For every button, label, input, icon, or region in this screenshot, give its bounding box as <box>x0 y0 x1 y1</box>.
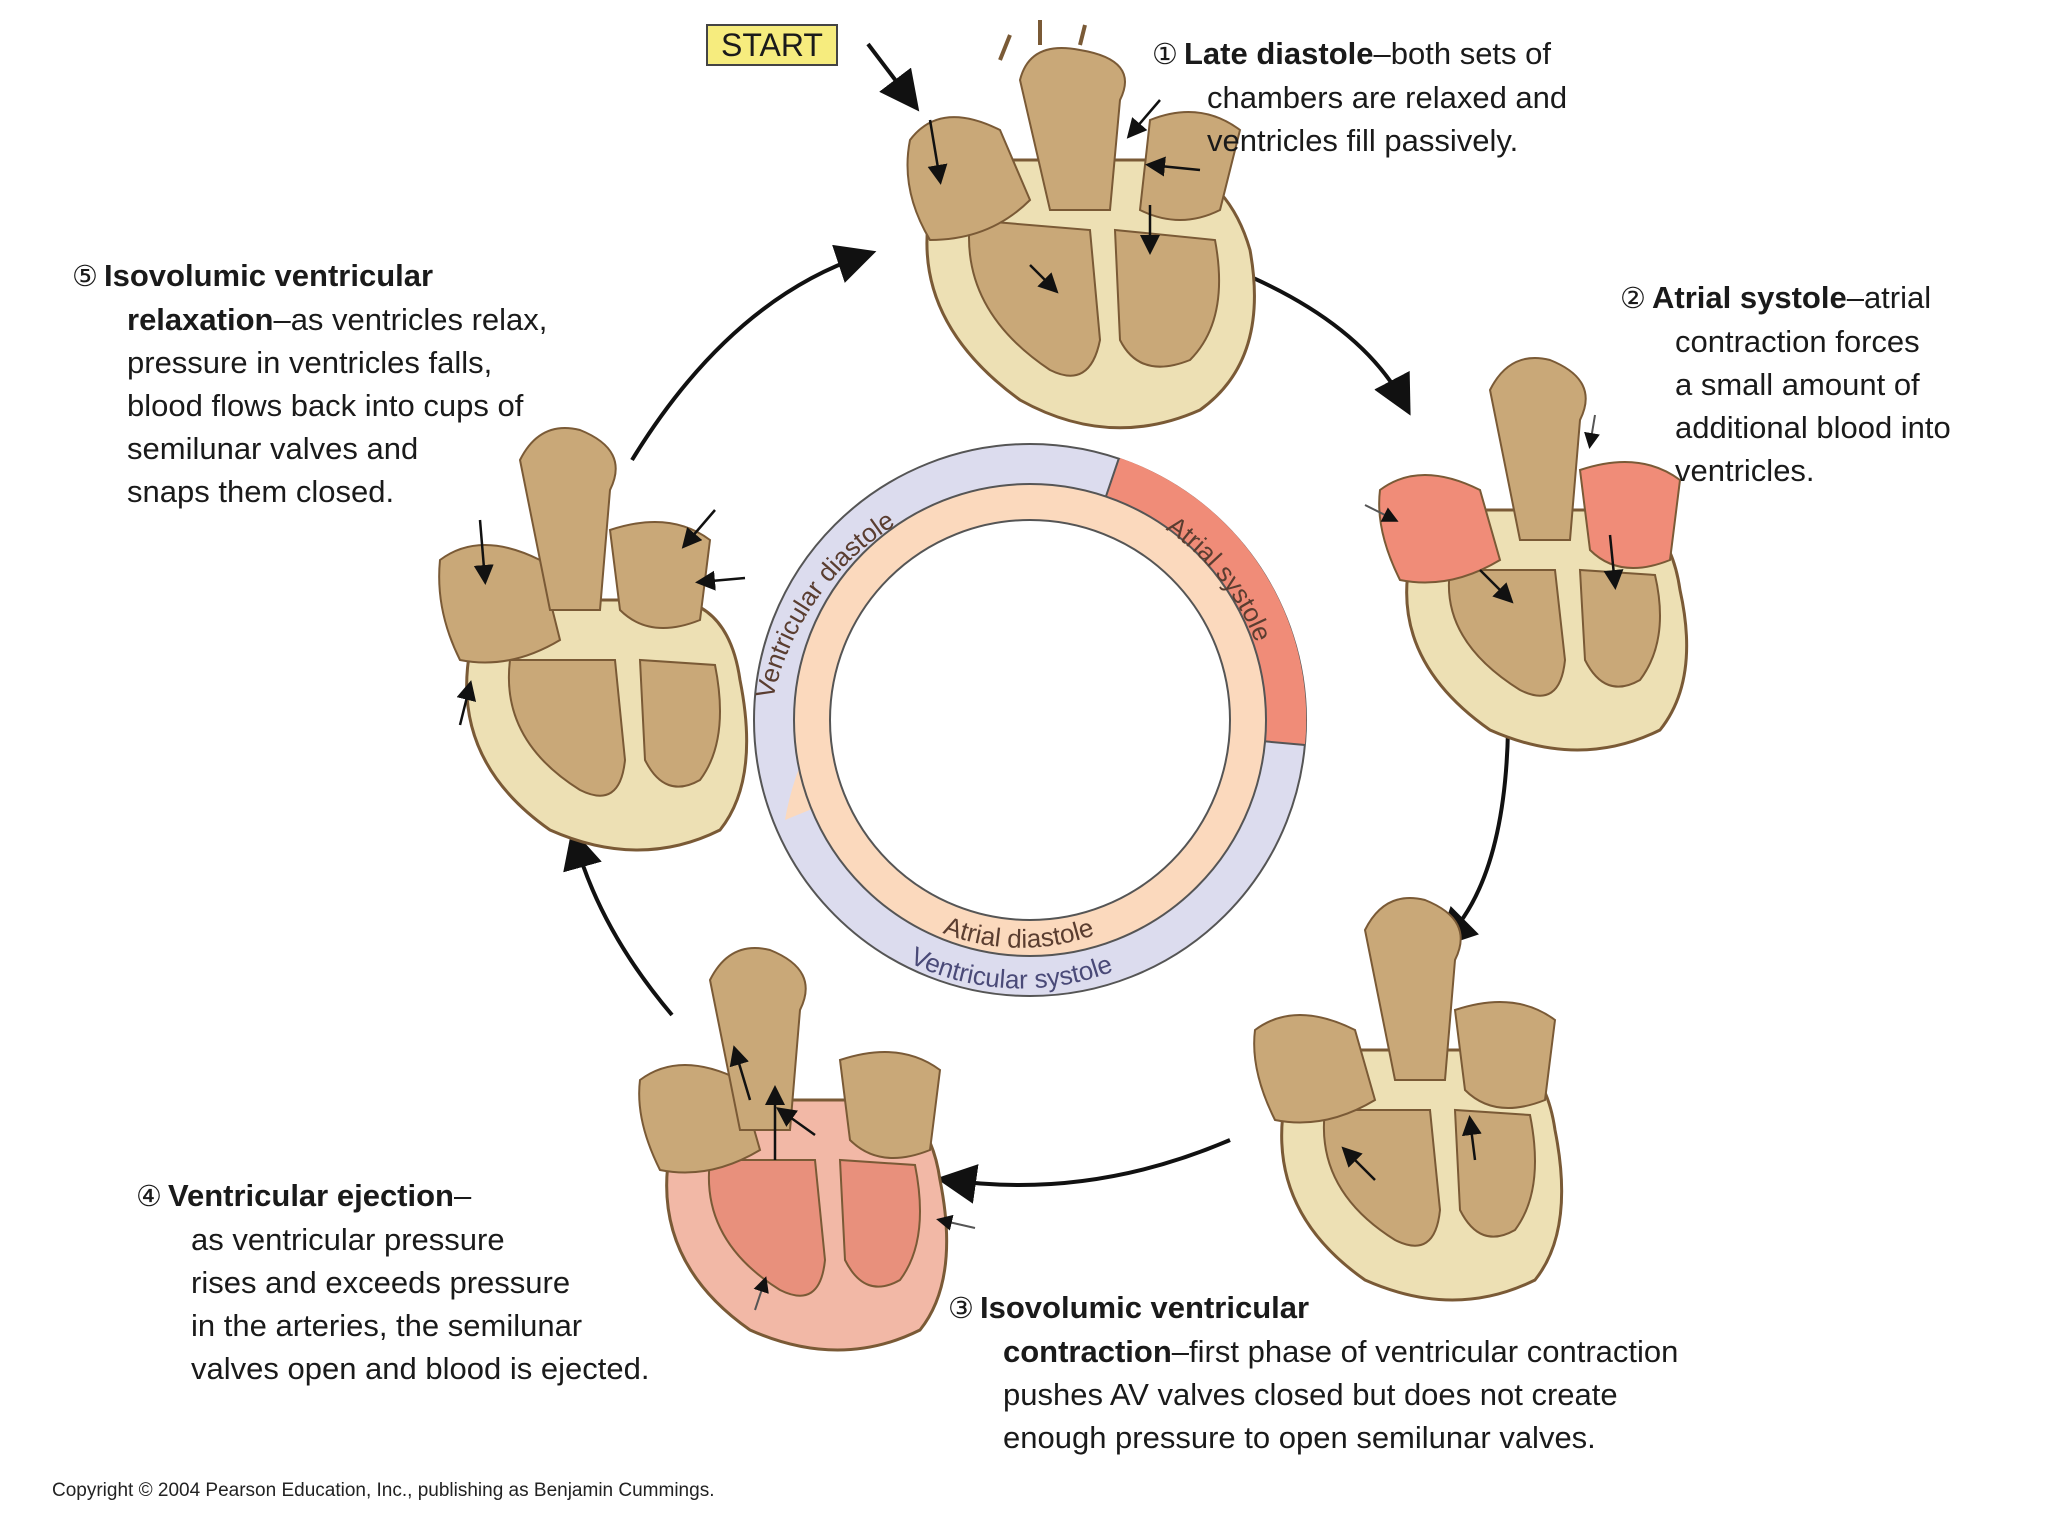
start-arrow <box>866 42 920 112</box>
step-3-title-line-2: contraction <box>1003 1334 1172 1369</box>
step-1-number: ① <box>1152 37 1178 71</box>
step-5-line-5: snaps them closed. <box>127 474 395 509</box>
step-4-line-4: in the arteries, the semilunar <box>191 1308 583 1343</box>
step-2-title: Atrial systole <box>1652 280 1847 315</box>
step-3-number: ③ <box>948 1291 974 1325</box>
step-5-title-line-2: relaxation <box>127 302 274 337</box>
step-5-line-3: blood flows back into cups of <box>127 388 524 423</box>
step-1-line-3: ventricles fill passively. <box>1207 123 1519 158</box>
cycle-arrow-4-5 <box>563 828 674 1017</box>
step-5-line-1: –as ventricles relax, <box>273 302 548 337</box>
heart-late-diastole <box>906 20 1256 430</box>
start-label: START <box>706 24 838 66</box>
heart-isovolumic-contraction <box>1253 897 1564 1302</box>
step-1-title: Late diastole <box>1184 36 1374 71</box>
step-1-line-1: –both sets of <box>1373 36 1552 71</box>
step-2-line-4: additional blood into <box>1675 410 1951 445</box>
step-5-line-2: pressure in ventricles falls, <box>127 345 493 380</box>
cycle-ring: Ventricular diastole Atrial systole Atri… <box>749 443 1307 997</box>
step-3-line-1: –first phase of ventricular contraction <box>1171 1334 1679 1369</box>
step-4-number: ④ <box>136 1179 162 1213</box>
step-4-line-3: rises and exceeds pressure <box>191 1265 571 1300</box>
step-4-line-1: – <box>454 1178 472 1213</box>
step-4-title: Ventricular ejection <box>168 1178 454 1213</box>
step-5-line-4: semilunar valves and <box>127 431 419 466</box>
heart-isovolumic-relaxation <box>438 427 749 852</box>
step-2-line-1: –atrial <box>1846 280 1932 315</box>
cycle-arrows <box>563 42 1510 1204</box>
step-3-title-line-1: Isovolumic ventricular <box>980 1290 1310 1325</box>
step-1-line-2: chambers are relaxed and <box>1207 80 1568 115</box>
step-3-line-2: pushes AV valves closed but does not cre… <box>1003 1377 1618 1412</box>
heart-ventricular-ejection <box>638 947 976 1352</box>
step-5-title-line-1: Isovolumic ventricular <box>104 258 434 293</box>
step-2-number: ② <box>1620 281 1646 315</box>
cycle-arrow-5-1 <box>630 244 877 462</box>
copyright-notice: Copyright © 2004 Pearson Education, Inc.… <box>52 1480 715 1501</box>
step-3-line-3: enough pressure to open semilunar valves… <box>1003 1420 1596 1455</box>
step-4-line-2: as ventricular pressure <box>191 1222 505 1257</box>
cycle-arrow-3-4 <box>936 1138 1231 1204</box>
step-2-line-5: ventricles. <box>1675 453 1815 488</box>
step-2-line-3: a small amount of <box>1675 367 1920 402</box>
step-2-line-2: contraction forces <box>1675 324 1920 359</box>
heart-atrial-systole <box>1364 357 1689 752</box>
step-4-line-5: valves open and blood is ejected. <box>191 1351 650 1386</box>
step-5-number: ⑤ <box>72 259 98 293</box>
cycle-arrow-2-3 <box>1436 729 1510 949</box>
